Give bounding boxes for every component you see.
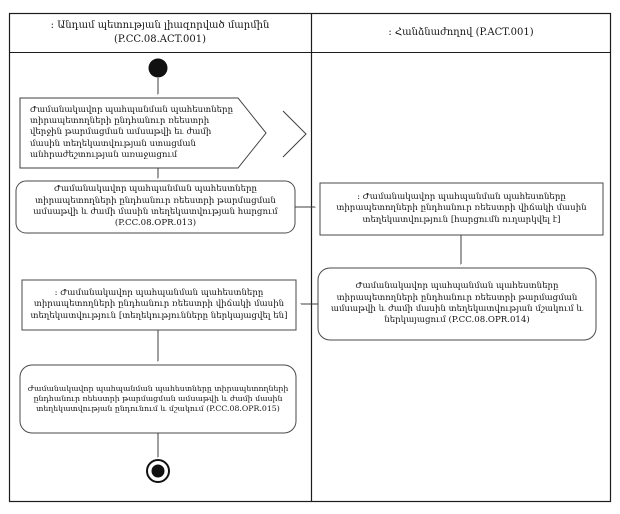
action-opr015-label: Ժամանակավոր պահպանման պահեստները տիրապետ…: [27, 383, 289, 414]
object-info-presented-label: : Ժամանակավոր պահպանման պահեստները տիրապ…: [30, 287, 288, 321]
swimlane-header-left: : Անդամ պետության լիազորված մարմին (P.CC…: [50, 20, 270, 45]
send-signal-shape: [19, 97, 267, 169]
chevron-right-icon: [282, 110, 307, 158]
object-node-info-presented: [21, 279, 297, 331]
swimlane-frame: [8, 12, 612, 503]
final-node-dot: [151, 464, 165, 478]
action-opr014-label: Ժամանակավոր պահպանման պահեստները տիրապետ…: [330, 281, 584, 326]
swimlane-header-right: : Հանձնաժողով (P.ACT.001): [388, 26, 534, 38]
send-signal-label: Ժամանակավոր պահպանման պահեստները տիրապետ…: [30, 104, 234, 161]
object-request-sent-label: : Ժամանակավոր պահպանման պահեստները տիրապ…: [336, 191, 587, 225]
initial-node: [148, 58, 168, 78]
object-node-request-sent: [319, 182, 604, 236]
action-opr013-label: Ժամանակավոր պահպանման պահեստները տիրապետ…: [33, 184, 278, 229]
